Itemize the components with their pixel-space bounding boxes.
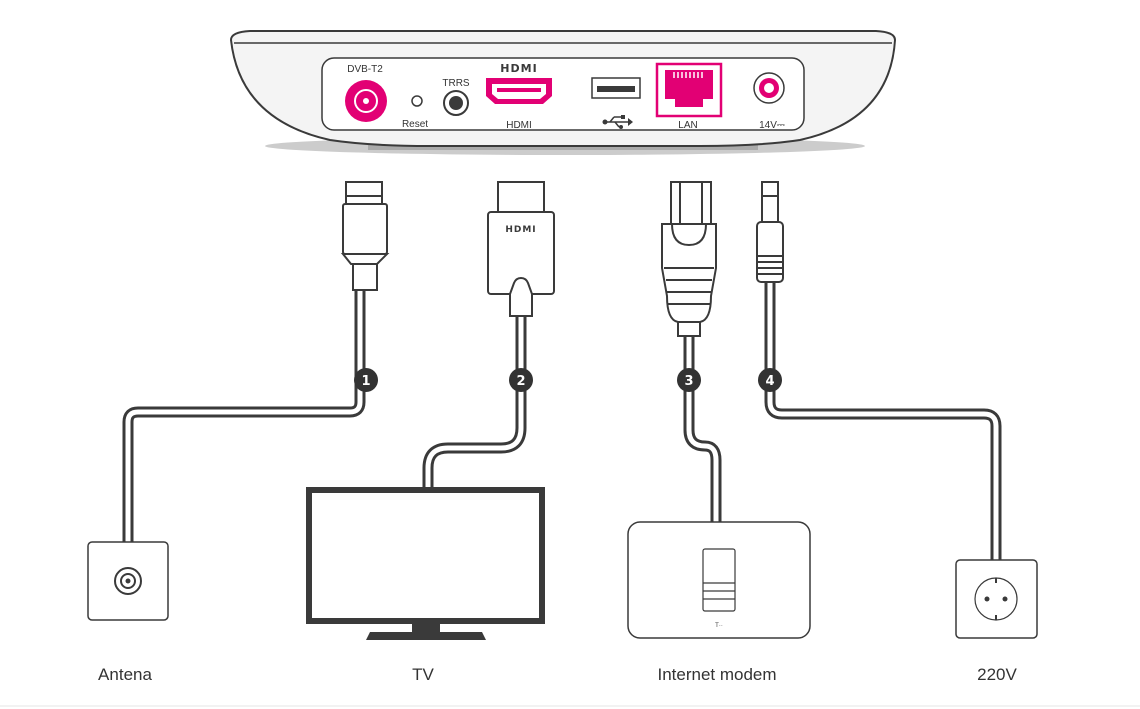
set-top-box: DVB-T2 Reset TRRS HDMI HDMI bbox=[229, 30, 897, 155]
step-badge-2: 2 bbox=[509, 368, 533, 392]
trrs-jack bbox=[443, 90, 469, 116]
hdmi-port bbox=[486, 78, 552, 104]
lan-port bbox=[655, 62, 723, 118]
modem-brand-logo: T·· bbox=[715, 623, 723, 629]
cables bbox=[122, 282, 1002, 562]
svg-text:3: 3 bbox=[684, 374, 693, 389]
hdmi-plug-logo: HDMI bbox=[505, 225, 536, 235]
svg-text:4: 4 bbox=[765, 374, 774, 389]
svg-text:1: 1 bbox=[361, 374, 370, 389]
power-port bbox=[753, 72, 785, 104]
step-badge-4: 4 bbox=[758, 368, 782, 392]
cable-lan bbox=[683, 336, 722, 524]
cable-power bbox=[764, 282, 1002, 562]
tv bbox=[306, 487, 545, 640]
power-plug bbox=[756, 181, 784, 283]
antenna-socket bbox=[87, 541, 169, 621]
modem-label: Internet modem bbox=[657, 665, 776, 684]
svg-text:2: 2 bbox=[516, 374, 525, 389]
lan-plug bbox=[661, 181, 717, 337]
dvb-port bbox=[345, 80, 387, 122]
usb-icon bbox=[602, 115, 633, 129]
reset-label: Reset bbox=[402, 119, 428, 130]
power-label: 220V bbox=[977, 665, 1017, 684]
power-port-label: 14V⎓ bbox=[759, 120, 785, 131]
cable-hdmi bbox=[422, 316, 527, 492]
tv-label: TV bbox=[412, 665, 434, 684]
dvb-port-label: DVB-T2 bbox=[347, 64, 383, 75]
antenna-label: Antena bbox=[98, 665, 152, 684]
antenna-plug bbox=[340, 181, 390, 291]
hdmi-plug bbox=[487, 181, 555, 317]
internet-modem bbox=[627, 521, 811, 639]
trrs-label: TRRS bbox=[442, 78, 470, 89]
usb-port bbox=[591, 77, 641, 99]
cable-antenna bbox=[122, 290, 366, 545]
hdmi-port-label: HDMI bbox=[506, 120, 532, 131]
step-badge-1: 1 bbox=[354, 368, 378, 392]
lan-port-label: LAN bbox=[678, 120, 697, 131]
power-outlet bbox=[955, 559, 1038, 639]
hdmi-logo: HDMI bbox=[500, 62, 537, 75]
reset-button bbox=[411, 95, 423, 107]
step-badge-3: 3 bbox=[677, 368, 701, 392]
rear-panel bbox=[321, 57, 805, 131]
